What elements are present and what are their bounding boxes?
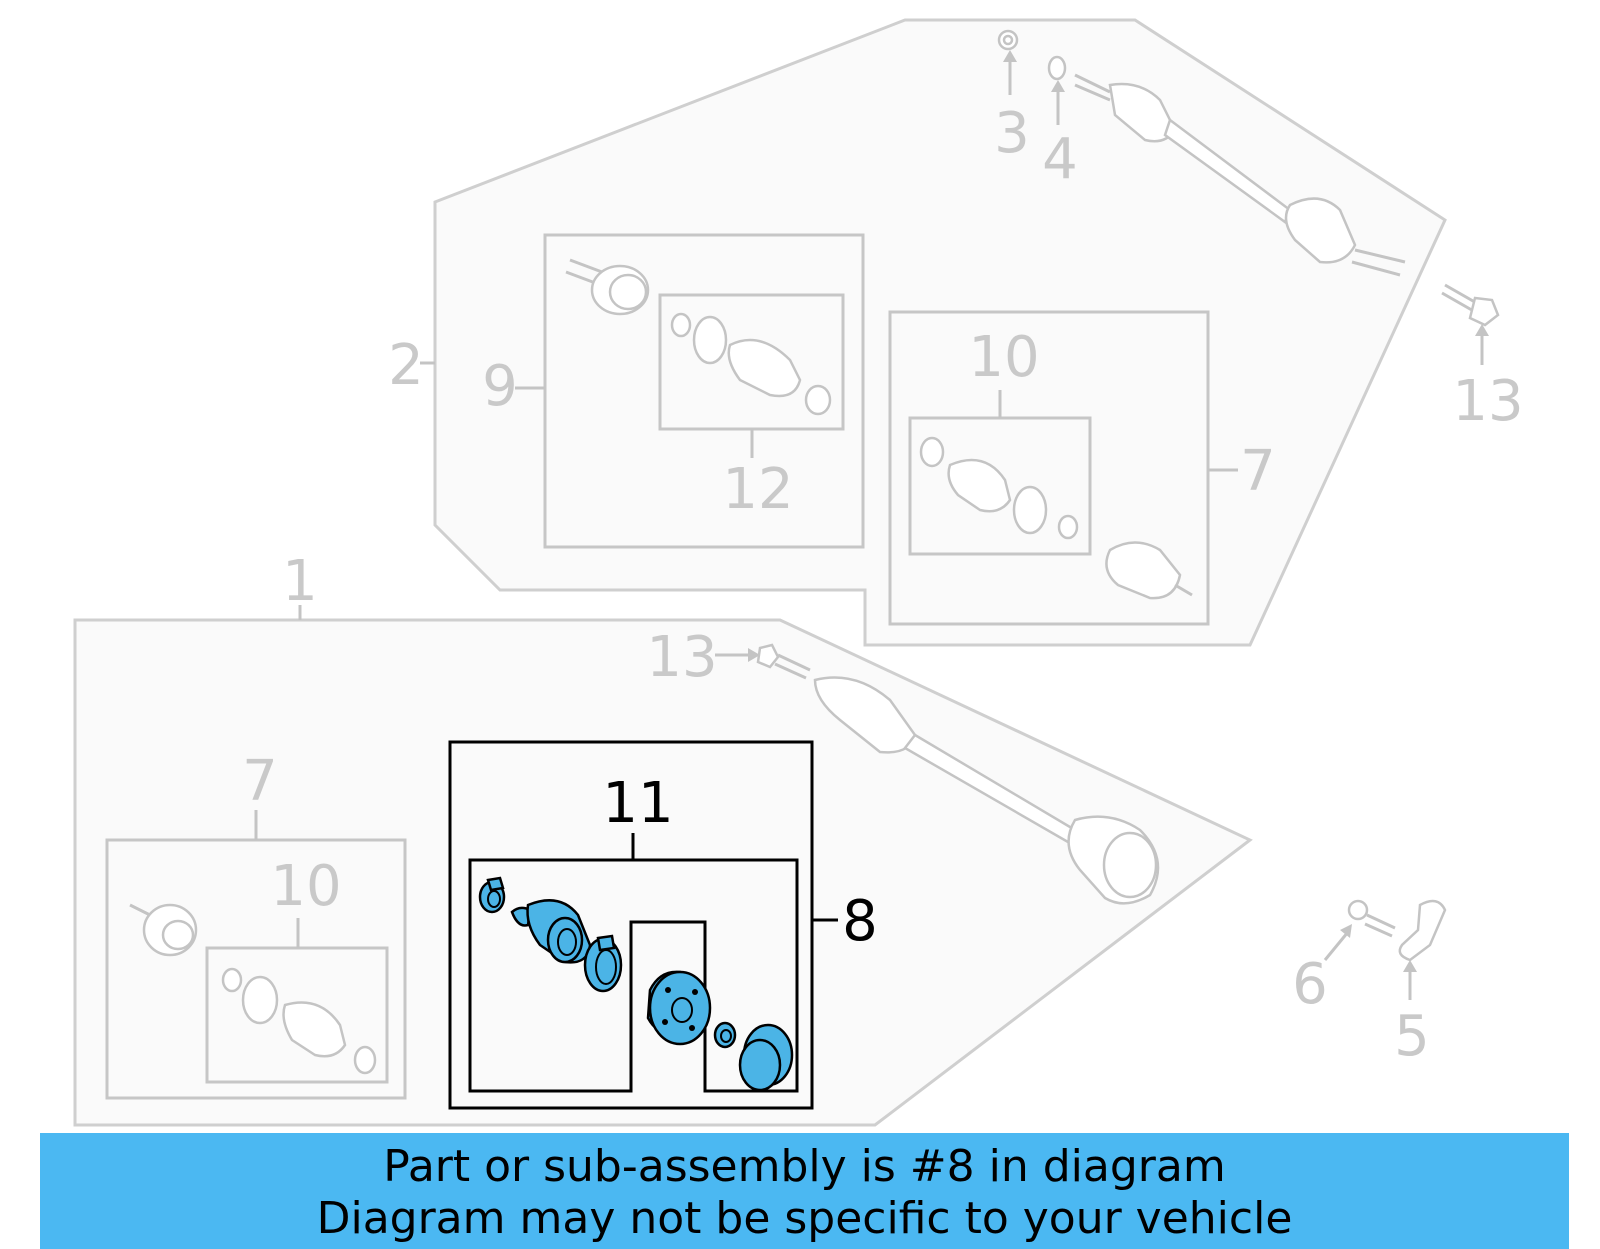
box-11	[468, 858, 799, 1093]
callout-4: 4	[1042, 127, 1078, 192]
callout-7-lower: 7	[242, 749, 278, 814]
bolt-6	[1347, 899, 1396, 938]
bolt-13-lower	[756, 643, 811, 680]
boot-kit-12	[670, 312, 832, 416]
callout-1: 1	[282, 549, 318, 614]
inner-joint-9	[565, 258, 650, 316]
clamp-small-right	[713, 1021, 737, 1049]
outer-joint-7-lower	[129, 903, 198, 957]
bolt-13-upper	[1441, 283, 1500, 327]
callout-13-lower: 13	[646, 625, 717, 690]
lower-axle-shaft	[813, 676, 1160, 905]
bracket-5	[1398, 899, 1447, 962]
box-7-upper	[888, 310, 1210, 626]
banner-line-2: Diagram may not be specific to your vehi…	[316, 1193, 1293, 1244]
callout-7-upper: 7	[1240, 439, 1276, 504]
box-9	[543, 233, 865, 549]
clamp-large	[583, 934, 623, 993]
cv-joint-hub	[646, 970, 712, 1046]
callout-6: 6	[1292, 952, 1328, 1017]
group-1-outline	[73, 618, 1253, 1127]
callout-11: 11	[602, 771, 673, 836]
clamp-small-left	[478, 876, 506, 914]
callout-10-upper: 10	[968, 325, 1039, 390]
callout-12: 12	[722, 457, 793, 522]
callout-9: 9	[482, 354, 518, 419]
callout-3: 3	[994, 101, 1030, 166]
callout-8: 8	[842, 889, 878, 954]
callout-5: 5	[1394, 1004, 1430, 1069]
banner-line-1: Part or sub-assembly is #8 in diagram	[383, 1141, 1226, 1192]
boot-kit-10-upper	[919, 436, 1079, 540]
group-2-outline	[433, 18, 1447, 647]
callout-10-lower: 10	[270, 854, 341, 919]
boot-kit-10-lower	[221, 967, 377, 1075]
outer-joint-7-upper	[1105, 541, 1193, 600]
callout-2: 2	[388, 333, 424, 398]
box-8	[448, 740, 814, 1110]
end-cap	[738, 1023, 794, 1092]
inner-cv-joint-boot	[510, 899, 592, 964]
callout-13-upper: 13	[1452, 369, 1523, 434]
info-banner: Part or sub-assembly is #8 in diagram Di…	[40, 1133, 1569, 1249]
upper-axle-shaft	[997, 29, 1406, 277]
